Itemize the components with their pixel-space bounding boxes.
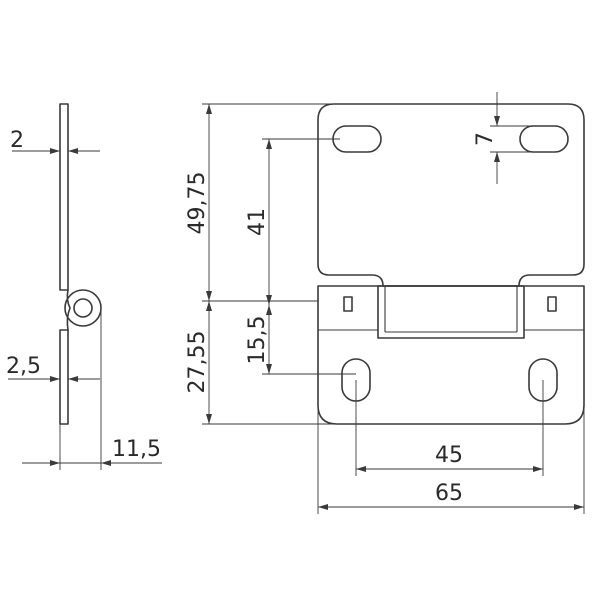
dim-label-total-width: 65 (435, 481, 463, 506)
side-view-lower-plate (59, 329, 69, 425)
dim-label-hole-spacing: 45 (435, 443, 463, 468)
dim-label-lower-height: 27,55 (185, 331, 210, 394)
hinge-knuckle (377, 285, 525, 339)
dim-hole-to-hinge: 41 (245, 138, 340, 305)
dim-side-thickness: 2 (10, 128, 100, 154)
side-view-knuckle-joint (66, 289, 71, 331)
upper-leaf-outline (317, 103, 585, 287)
side-view-plate-outline (59, 103, 69, 291)
dim-side-knuckle-offset: 2,5 (6, 354, 100, 382)
left-small-opening (343, 296, 353, 312)
right-small-opening (547, 296, 557, 312)
dim-label-slot-height: 7 (473, 132, 498, 146)
dim-side-total-depth: 11,5 (22, 310, 162, 470)
front-view: 49,75 41 7 27,55 (185, 92, 585, 514)
dim-label-upper-height: 49,75 (185, 172, 210, 235)
side-view: 2 2,5 11,5 (6, 103, 162, 470)
dim-slot-height: 7 (473, 92, 534, 184)
dim-lower-height: 27,55 (185, 301, 337, 425)
dim-upper-height: 49,75 (185, 103, 334, 302)
dim-hole-spacing: 45 (355, 380, 544, 476)
dim-label-side-knuckle-offset: 2,5 (6, 354, 41, 379)
upper-left-slot (332, 125, 382, 153)
upper-right-slot (519, 125, 569, 153)
dim-label-side-thickness: 2 (10, 128, 24, 153)
dim-label-hole-to-hinge: 41 (245, 208, 270, 236)
dim-total-width: 65 (317, 405, 585, 514)
dim-hinge-to-hole: 15,5 (245, 305, 356, 375)
side-view-knuckle-outer (64, 289, 102, 327)
dim-label-side-total-depth: 11,5 (112, 437, 161, 462)
dim-label-hinge-to-hole: 15,5 (245, 316, 270, 365)
side-view-knuckle-inner (73, 298, 93, 318)
lower-leaf-outline (317, 285, 585, 425)
